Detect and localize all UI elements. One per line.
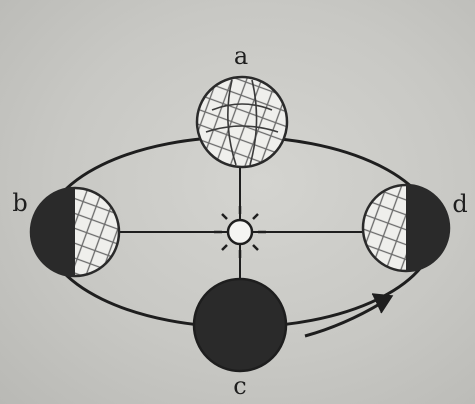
orbit-direction-arrow-icon <box>305 294 392 336</box>
earth-c <box>194 279 286 371</box>
label-c: c <box>233 372 246 400</box>
label-d: d <box>452 190 467 218</box>
label-b: b <box>12 189 27 217</box>
earth-b <box>31 188 119 276</box>
label-a: a <box>234 42 248 70</box>
earth-d <box>363 185 449 271</box>
sun-icon <box>214 206 266 258</box>
earth-a <box>197 77 287 167</box>
